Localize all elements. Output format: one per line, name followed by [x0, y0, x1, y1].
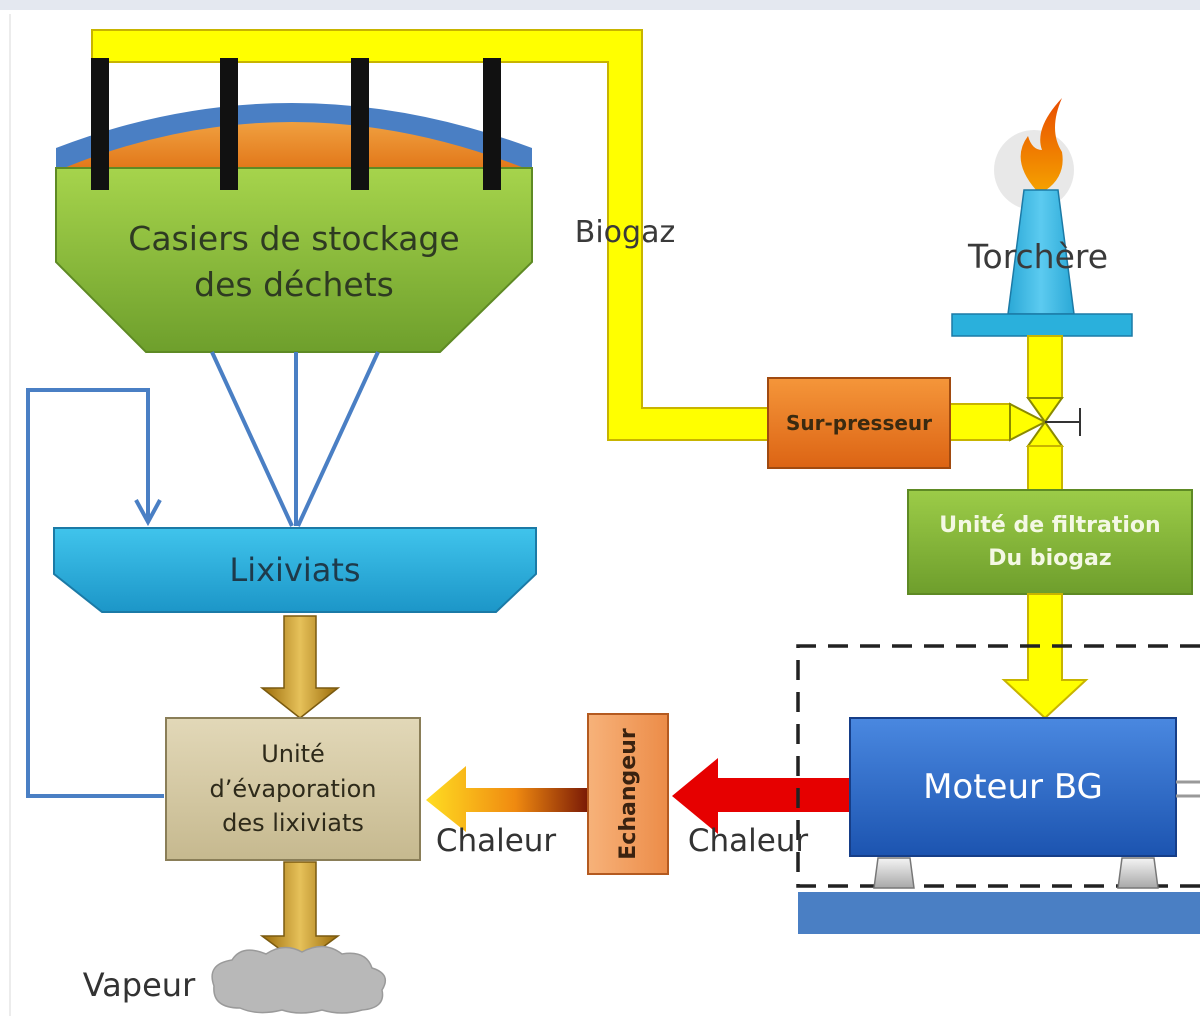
flame-icon [1020, 98, 1063, 190]
biogas-to-engine-arrow [1001, 593, 1089, 720]
heat-arrow-to-evaporation [426, 766, 588, 832]
leachate-basin [53, 527, 537, 613]
heat-arrow-to-exchanger [672, 758, 850, 834]
biogas-engine [849, 717, 1177, 857]
leachate-flow-arrow [259, 615, 341, 719]
recirculation-line [26, 388, 164, 798]
filtration-inlet-pipe [1027, 445, 1063, 491]
three-way-valve [1009, 397, 1081, 447]
recirculation-arrowhead [134, 499, 162, 527]
vapor-cloud [211, 945, 387, 1014]
engine-foot-right [1117, 857, 1159, 889]
engine-base [798, 892, 1200, 934]
well-2 [220, 58, 238, 190]
booster-outlet-pipe [949, 403, 1011, 441]
flare-platform [951, 313, 1133, 337]
well-3 [351, 58, 369, 190]
filtration-unit [907, 489, 1193, 595]
top-edge [0, 0, 1200, 10]
heat-exchanger [587, 713, 669, 875]
drainage-lines [210, 351, 380, 527]
storage-cells [55, 167, 533, 353]
engine-foot-left [873, 857, 915, 889]
evaporation-unit [165, 717, 421, 861]
waste-mound [64, 122, 524, 168]
engine-enclosure [796, 644, 1200, 888]
flare-pipe [1027, 335, 1063, 399]
booster-unit [767, 377, 951, 469]
well-1 [91, 58, 109, 190]
well-4 [483, 58, 501, 190]
